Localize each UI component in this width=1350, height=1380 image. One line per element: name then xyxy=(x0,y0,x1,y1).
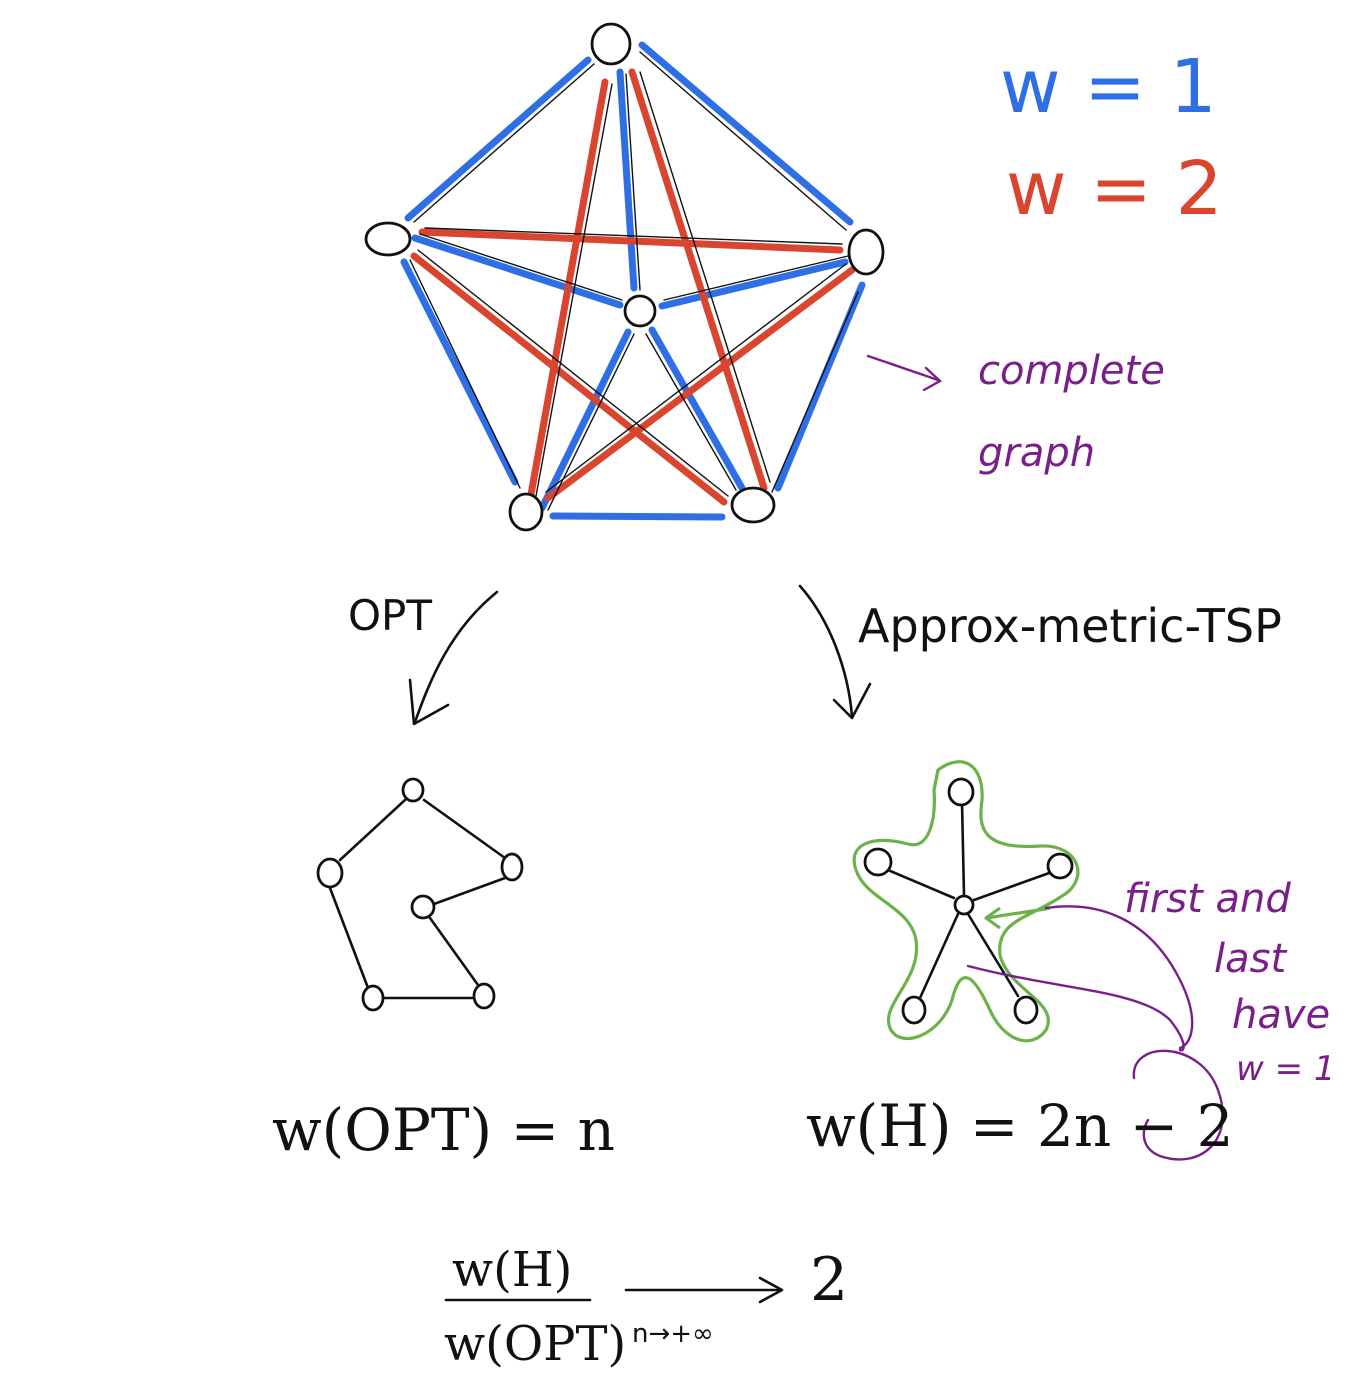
blue-spoke-right xyxy=(658,258,849,310)
node-left xyxy=(364,221,412,257)
complete-graph-arrow-head xyxy=(922,366,943,392)
blue-edge-top-right xyxy=(638,41,854,226)
limit-subscript: n→+∞ xyxy=(632,1319,714,1349)
opt-node-bottom-right xyxy=(472,982,496,1010)
legend-w1: w = 1 xyxy=(1000,44,1217,130)
node-bottom-right xyxy=(730,486,776,524)
blue-edges xyxy=(400,41,866,521)
formula-w-h: w(H) = 2n − 2 xyxy=(806,1092,1234,1160)
approx-node-left xyxy=(863,847,893,877)
node-top xyxy=(590,22,632,66)
blue-spoke-bottomleft xyxy=(538,328,632,512)
opt-node-bottom-left xyxy=(361,984,385,1012)
red-edge-left-right xyxy=(418,228,844,254)
red-edge-top-bottomright xyxy=(628,68,768,492)
opt-node-center xyxy=(410,894,436,920)
first-last-line-4: w = 1 xyxy=(1236,1049,1336,1089)
complete-graph-label-2: graph xyxy=(978,430,1095,476)
approx-node-bottom-right xyxy=(1013,995,1039,1025)
approx-arrow-head xyxy=(832,682,872,720)
complete-graph-label-1: complete xyxy=(978,348,1165,394)
purple-curve-lower xyxy=(966,964,1185,1052)
purple-curve-upper xyxy=(1044,905,1194,1050)
limit-arrow-head xyxy=(758,1276,784,1304)
first-last-line-1: first and xyxy=(1124,876,1291,922)
legend-w2: w = 2 xyxy=(1006,146,1223,232)
red-edge-top-bottomleft xyxy=(526,78,609,504)
opt-node-top xyxy=(401,777,425,803)
approx-node-bottom-left xyxy=(901,995,927,1025)
green-pointer-arrow xyxy=(987,906,1051,920)
approx-branch-label: Approx-metric-TSP xyxy=(858,599,1282,653)
ratio-denominator: w(OPT) xyxy=(444,1316,626,1372)
approx-node-center xyxy=(953,894,975,916)
pencil-shadows xyxy=(409,51,859,511)
node-center xyxy=(623,294,657,328)
approx-node-right xyxy=(1046,852,1074,880)
purple-loop-around-2 xyxy=(1132,1049,1224,1161)
complete-graph-arrow-shaft xyxy=(866,354,940,382)
ratio-numerator: w(H) xyxy=(452,1242,572,1298)
red-edges xyxy=(410,68,856,506)
formula-w-opt: w(OPT) = n xyxy=(272,1096,615,1164)
opt-arrow-shaft xyxy=(413,590,499,724)
first-last-line-2: last xyxy=(1214,936,1287,982)
red-edge-left-bottomright xyxy=(410,252,728,506)
approx-node-top xyxy=(947,777,975,807)
blue-spoke-top xyxy=(616,68,638,292)
red-edge-right-bottomleft xyxy=(544,266,856,502)
blue-edge-top-left xyxy=(404,56,592,222)
blue-edge-right-bottomright xyxy=(774,281,866,492)
node-bottom-left xyxy=(508,492,544,532)
complete-graph-nodes xyxy=(364,22,885,532)
approx-tree xyxy=(852,760,1080,1043)
opt-node-left xyxy=(316,857,344,889)
limit-value: 2 xyxy=(810,1245,848,1315)
node-right xyxy=(847,228,885,276)
green-tour-outline xyxy=(852,760,1080,1043)
blue-spoke-left xyxy=(411,234,624,309)
first-last-line-3: have xyxy=(1232,992,1330,1038)
approx-arrow-shaft xyxy=(798,584,854,718)
opt-node-right xyxy=(500,852,524,882)
blue-edge-bottom xyxy=(549,512,726,521)
opt-arrow-head xyxy=(408,678,450,726)
green-pointer-arrow-head xyxy=(984,906,1001,930)
blue-edge-left-bottomleft xyxy=(400,258,519,486)
opt-tour xyxy=(316,777,524,1012)
opt-branch-label: OPT xyxy=(348,591,432,640)
blue-spoke-bottomright xyxy=(648,326,746,492)
